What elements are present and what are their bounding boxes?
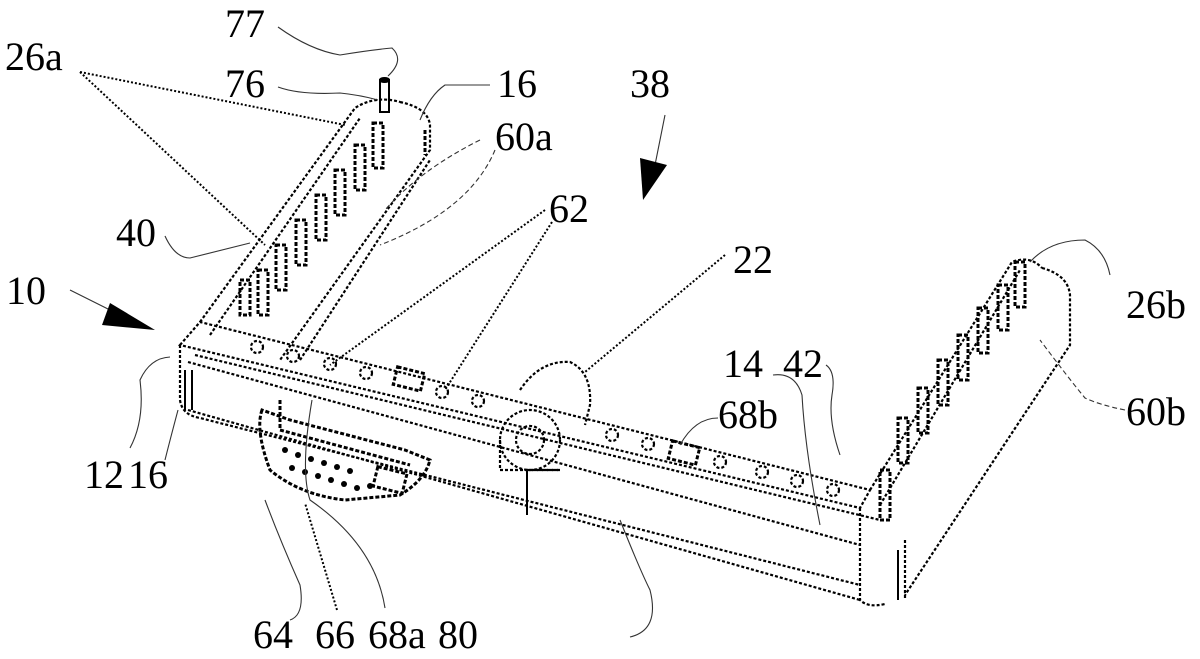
- label-60b: 60b: [1126, 389, 1186, 434]
- label-10: 10: [6, 268, 46, 313]
- reference-labels: 77 76 26a 16 38 60a 62 40 10 22 26b 14 4…: [5, 1, 1186, 657]
- window-68a: [391, 365, 427, 393]
- bolt-row: [249, 339, 841, 498]
- label-60a: 60a: [495, 114, 553, 159]
- label-66: 66: [315, 612, 355, 657]
- hinge: [498, 360, 592, 472]
- label-16-bottom: 16: [128, 452, 168, 497]
- label-42: 42: [783, 341, 823, 386]
- label-80: 80: [438, 612, 478, 657]
- label-26a: 26a: [5, 34, 63, 79]
- label-26b: 26b: [1126, 282, 1186, 327]
- label-77: 77: [225, 1, 265, 46]
- label-40: 40: [116, 210, 156, 255]
- left-arm: [199, 77, 432, 361]
- main-bar: [177, 320, 886, 607]
- pins-26a: [238, 121, 385, 317]
- post-top-77: [379, 77, 390, 83]
- leader-lines: [79, 26, 1126, 638]
- label-64: 64: [253, 612, 293, 657]
- post-76: [379, 79, 390, 113]
- arrow-10: [69, 289, 155, 330]
- label-76: 76: [225, 61, 265, 106]
- connector: [258, 400, 432, 502]
- label-38: 38: [630, 61, 670, 106]
- pins-26b: [878, 260, 1027, 522]
- arrow-38: [640, 114, 667, 200]
- label-22: 22: [733, 237, 773, 282]
- label-14: 14: [723, 341, 763, 386]
- label-12: 12: [84, 452, 124, 497]
- label-68b: 68b: [718, 392, 778, 437]
- label-62: 62: [549, 186, 589, 231]
- window-68b: [666, 439, 702, 467]
- label-16-top: 16: [497, 61, 537, 106]
- right-arm: [869, 258, 1072, 600]
- label-68a: 68a: [368, 612, 426, 657]
